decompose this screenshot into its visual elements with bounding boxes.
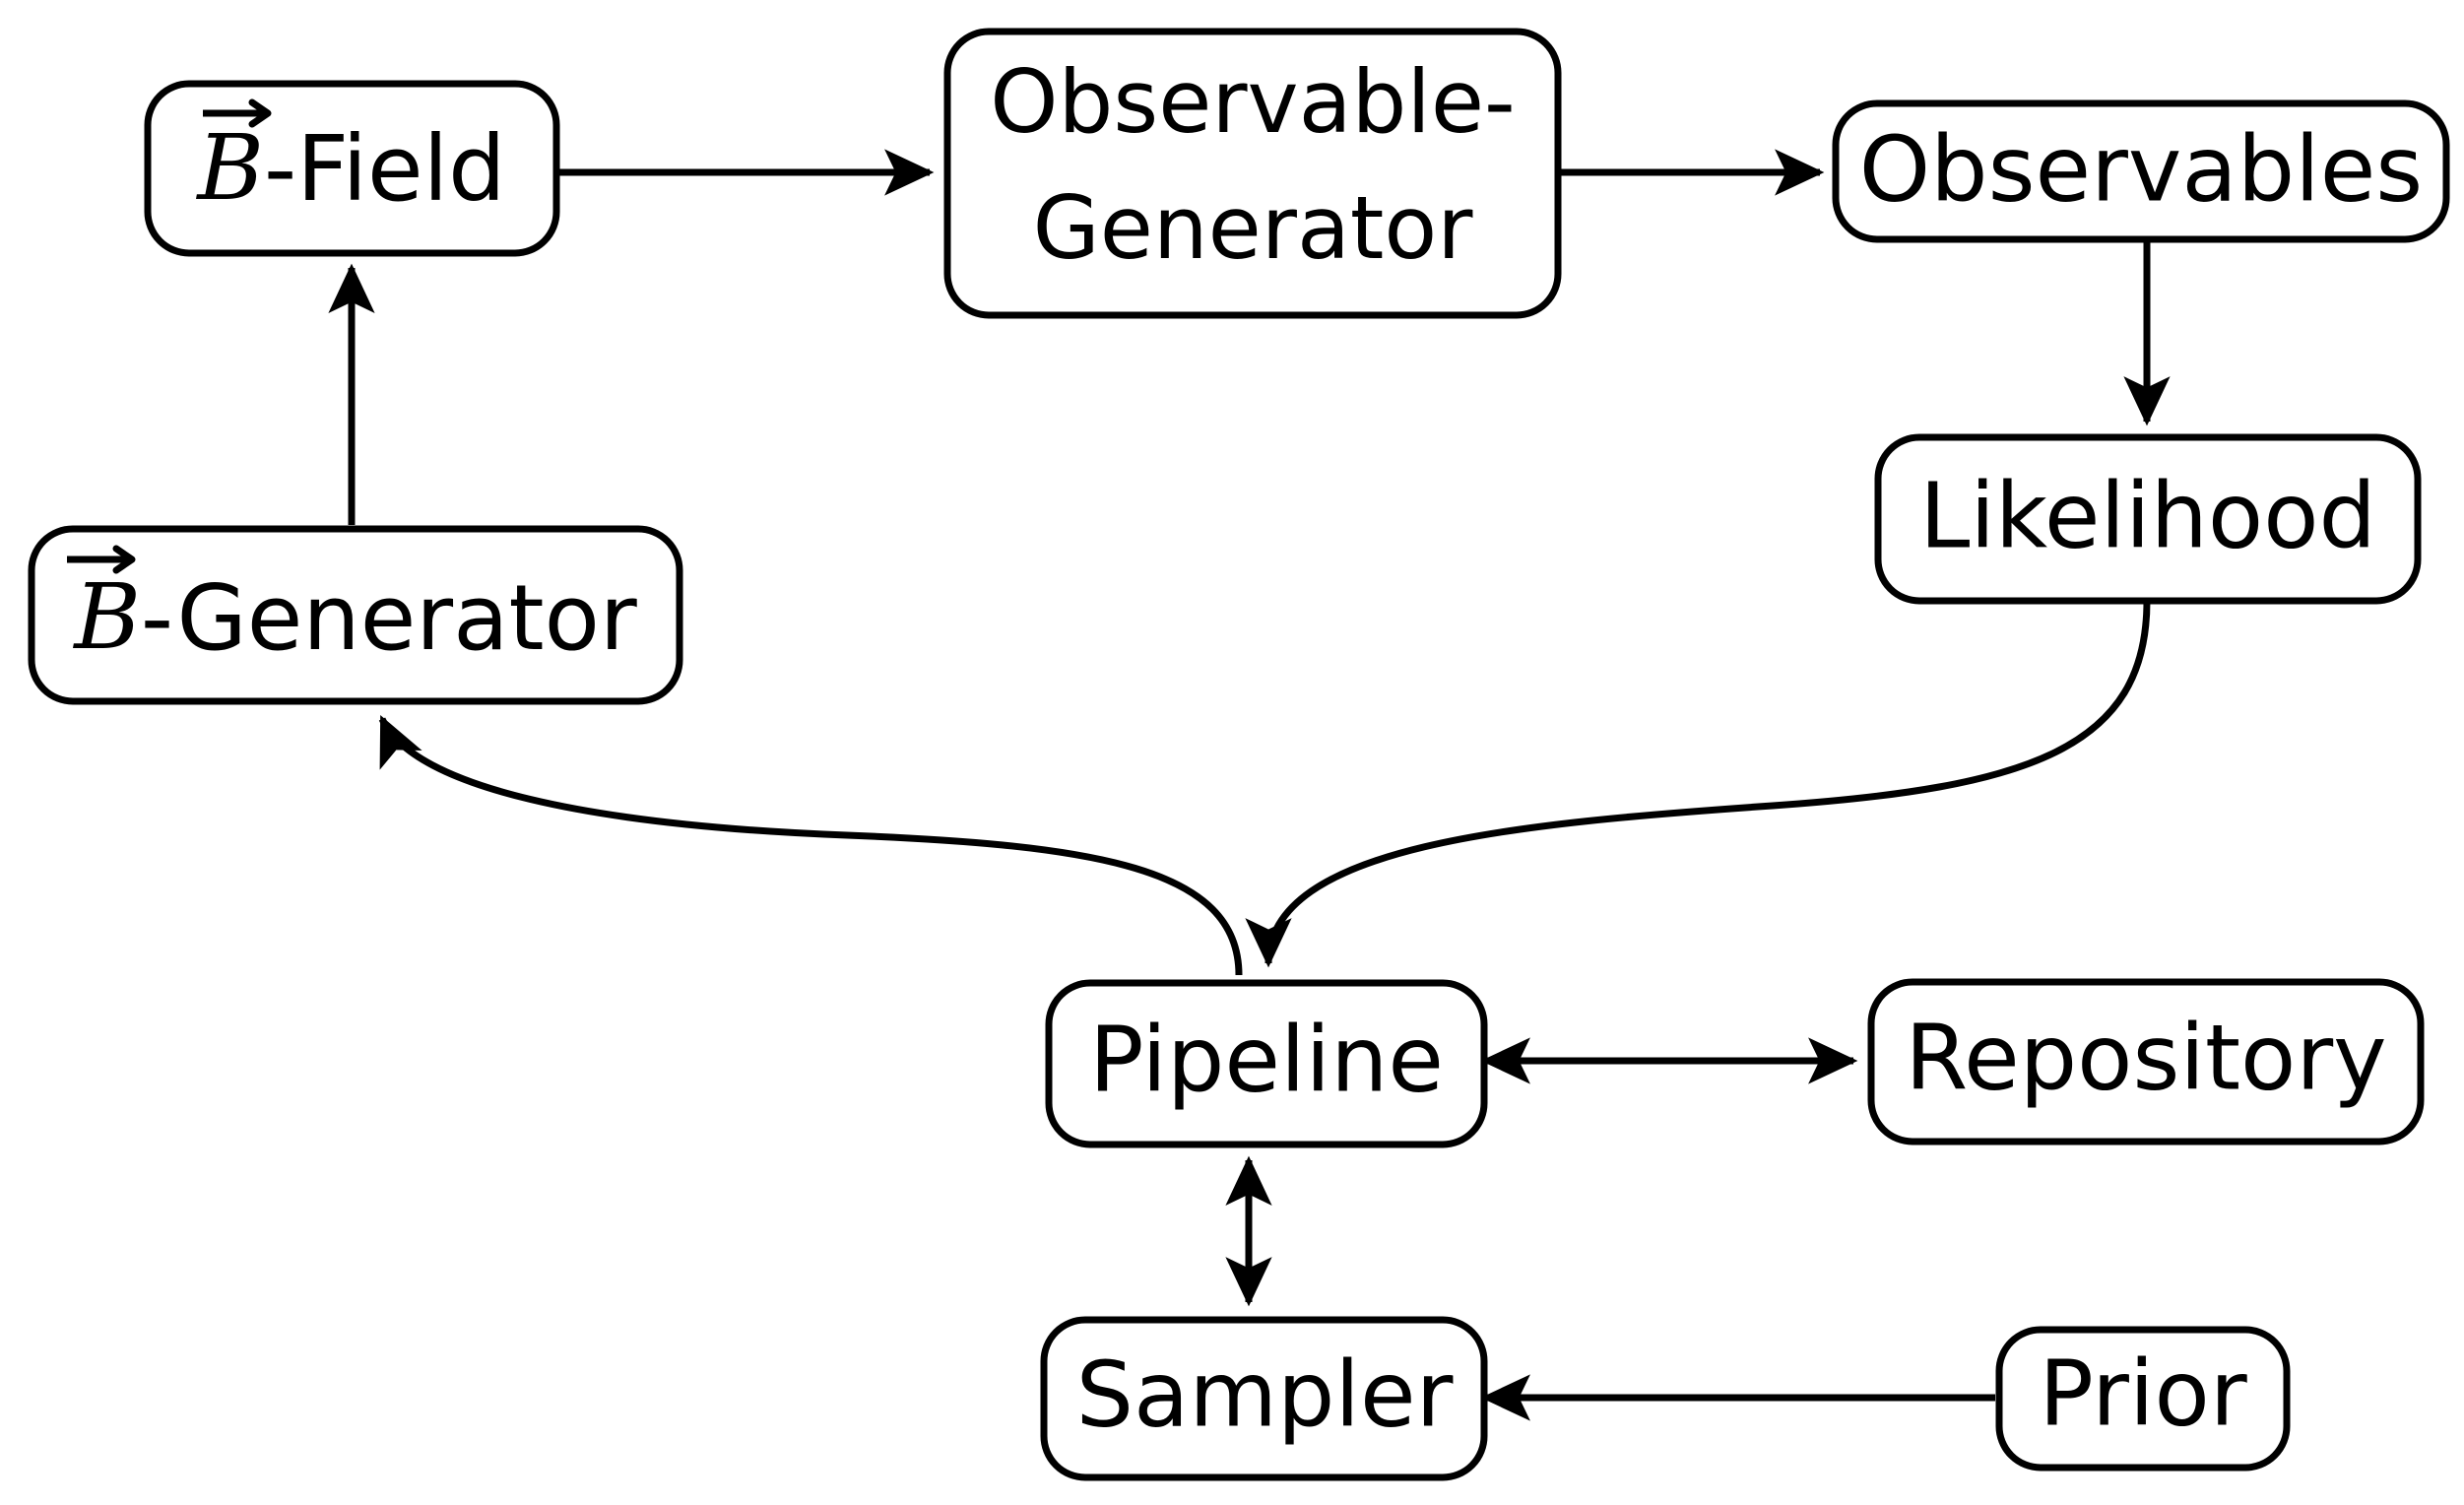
node-b-generator-suffix: -Generator <box>141 565 637 671</box>
node-observable-generator-box <box>943 28 1562 319</box>
node-b-generator-symbol: B <box>72 564 141 670</box>
node-observable-generator-label-line2: Generator <box>1033 177 1474 279</box>
node-repository[interactable]: Repository <box>1867 978 2425 1145</box>
node-prior-box <box>1995 1326 2291 1472</box>
edge-likelihood-to-pipeline <box>1245 600 2151 968</box>
node-b-field-suffix: -Field <box>264 116 506 222</box>
node-pipeline-label: Pipeline <box>1089 1007 1444 1112</box>
node-b-generator-label: B-Generator <box>72 564 637 672</box>
node-sampler-box <box>1040 1316 1488 1481</box>
node-prior[interactable]: Prior <box>1995 1326 2291 1472</box>
node-sampler-label: Sampler <box>1076 1341 1454 1447</box>
node-repository-box <box>1867 978 2425 1145</box>
node-b-field-symbol: B <box>195 115 264 221</box>
node-observable-generator[interactable]: Observable- Generator <box>943 28 1562 319</box>
node-observables[interactable]: Observables <box>1832 99 2450 243</box>
node-b-field[interactable]: B-Field <box>144 80 560 257</box>
node-likelihood-box <box>1874 433 2422 605</box>
node-pipeline[interactable]: Pipeline <box>1045 979 1488 1148</box>
edge-pipeline-to-b-generator <box>378 715 1243 976</box>
node-b-generator-box <box>28 525 683 705</box>
node-likelihood-label: Likelihood <box>1919 463 2376 568</box>
node-pipeline-box <box>1045 979 1488 1148</box>
node-prior-label: Prior <box>2039 1341 2247 1446</box>
node-observables-label: Observables <box>1859 116 2423 222</box>
vector-accent-icon <box>203 98 272 128</box>
node-observable-generator-label-line1: Observable- <box>990 51 1516 153</box>
node-repository-label: Repository <box>1905 1005 2386 1110</box>
vector-accent-icon <box>67 545 136 574</box>
node-b-field-label: B-Field <box>195 115 505 223</box>
node-b-generator[interactable]: B-Generator <box>28 525 683 705</box>
node-sampler[interactable]: Sampler <box>1040 1316 1488 1481</box>
node-observables-box <box>1832 99 2450 243</box>
node-likelihood[interactable]: Likelihood <box>1874 433 2422 605</box>
